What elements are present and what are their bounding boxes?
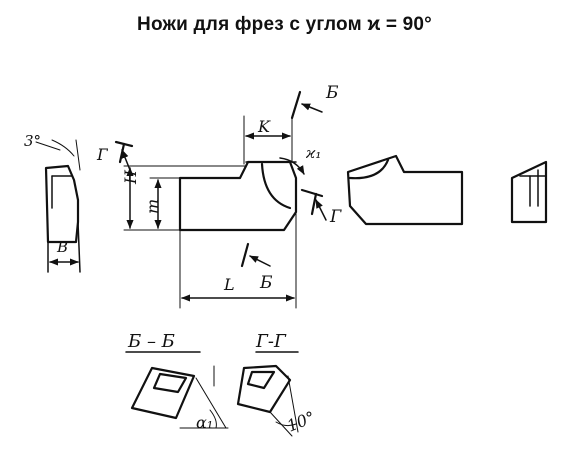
section-marker-g-left [114,140,134,171]
angle-alpha1-label: α₁ [196,413,213,432]
page-title: Ножи для фрез с углом ϰ = 90° [137,14,432,35]
section-b-bottom-label: Б [259,273,273,293]
section-g-left-label: Г [96,145,109,164]
dim-b-label: B [56,238,68,256]
main-front-view [123,115,305,309]
section-bb-title: Б – Б [127,331,175,352]
end-view-right [510,160,548,224]
section-bb-view [130,365,229,429]
section-b-top-label: Б [325,83,339,103]
dim-h-label: H [121,169,140,185]
section-gg-view [236,364,299,437]
mirrored-view [346,154,464,226]
dim-m-label: m [143,199,162,214]
section-marker-b-top [290,90,323,120]
section-gg-title: Г-Г [255,331,287,352]
section-marker-g-right [300,188,327,221]
section-marker-b-bottom [240,242,271,268]
section-g-right-label: Г [329,207,342,227]
dim-k-label: K [257,117,271,136]
angle-3deg-label: 3° [24,132,41,150]
side-view-left [35,139,81,273]
dim-l-label: L [223,275,235,294]
angle-kappa1-label: ϰ₁ [305,144,321,162]
angle-10deg-label: 10° [284,407,317,435]
